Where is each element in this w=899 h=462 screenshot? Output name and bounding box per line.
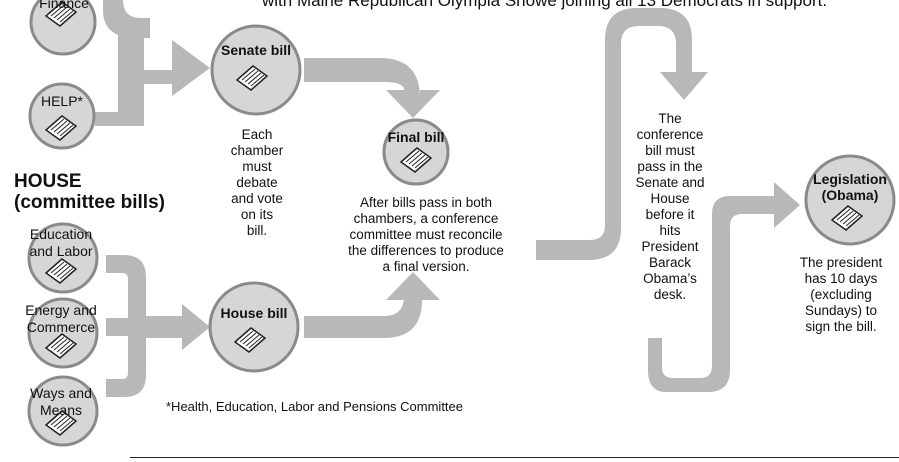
legislation-circle: [804, 154, 896, 246]
finance-circle: [29, 0, 97, 56]
president-note: The president has 10 days (excluding Sun…: [786, 255, 896, 335]
note-line: the differences to produce: [348, 243, 504, 258]
note-line: on its: [240, 207, 274, 222]
note-line: debate: [236, 175, 278, 190]
committee-energy-line: Commerce: [26, 319, 96, 335]
arrow-pass-to-legislation: [648, 182, 800, 392]
legislation-line: (Obama): [821, 187, 879, 203]
arrow-help-to-senate: [95, 112, 118, 126]
note-line: before it: [645, 207, 695, 222]
note-line: bill.: [246, 223, 268, 238]
conference-note: After bills pass in both chambers, a con…: [336, 195, 516, 275]
note-line: The president: [799, 255, 883, 270]
note-line: Sundays) to: [804, 303, 878, 318]
committee-ways-label: Ways and Means: [14, 385, 108, 419]
note-line: sign the bill.: [805, 319, 877, 334]
energy-circle: [27, 297, 99, 369]
arrow-final-to-pass: [536, 8, 708, 260]
arrow-edu-to-house: [106, 255, 146, 397]
note-line: chambers, a conference: [353, 211, 499, 226]
note-line: desk.: [653, 287, 687, 302]
note-line: Senate and: [635, 175, 705, 190]
note-line: (excluding: [810, 287, 872, 302]
committee-education-label: Education and Labor: [14, 226, 108, 260]
note-line: After bills pass in both: [359, 195, 493, 210]
house-header-subtitle: (committee bills): [14, 192, 165, 213]
arrow-senate-to-final: [304, 58, 440, 118]
house-header-title: HOUSE: [14, 171, 82, 192]
committee-energy-line: Energy and: [25, 302, 97, 318]
chamber-note: Each chamber must debate and vote on its…: [222, 127, 292, 239]
committee-help-label: HELP*: [40, 93, 84, 109]
legislation-line: Legislation: [813, 171, 887, 187]
note-line: pass in the: [637, 159, 703, 174]
committee-finance-label: Finance: [39, 0, 89, 11]
committee-ways-line: Ways and: [30, 385, 92, 401]
note-line: has 10 days: [804, 271, 878, 286]
note-line: President: [641, 239, 699, 254]
note-line: hits: [659, 223, 681, 238]
note-line: Barack: [648, 255, 692, 270]
note-line: Each: [241, 127, 273, 142]
note-line: conference: [636, 127, 704, 142]
note-line: House: [650, 191, 690, 206]
house-bill-circle: [208, 281, 300, 373]
note-line: committee must reconcile: [349, 227, 503, 242]
note-line: must: [242, 159, 272, 174]
note-line: Obama’s: [643, 271, 697, 286]
passage-note: The conference bill must pass in the Sen…: [630, 111, 710, 303]
committee-ways-line: Means: [39, 402, 83, 418]
committee-education-line: Education: [29, 226, 93, 242]
final-bill-label: Final bill: [387, 129, 445, 145]
house-header: HOUSE (committee bills): [14, 171, 165, 213]
note-line: The: [658, 111, 682, 126]
legislation-label: Legislation (Obama): [800, 171, 899, 203]
note-line: bill must: [645, 143, 695, 158]
arrow-house-to-final: [304, 272, 440, 338]
note-line: chamber: [230, 143, 284, 158]
senate-bill-label: Senate bill: [220, 42, 292, 58]
bottom-rule: [130, 457, 899, 458]
note-line: a final version.: [382, 259, 470, 274]
note-line: and vote: [231, 191, 283, 206]
house-bill-label: House bill: [220, 305, 288, 321]
education-circle: [27, 222, 99, 294]
committee-energy-label: Energy and Commerce: [14, 302, 108, 336]
top-caption: with Maine Republican Olympia Snowe join…: [262, 0, 828, 10]
footnote: *Health, Education, Labor and Pensions C…: [166, 399, 464, 414]
committee-education-line: and Labor: [29, 243, 93, 259]
